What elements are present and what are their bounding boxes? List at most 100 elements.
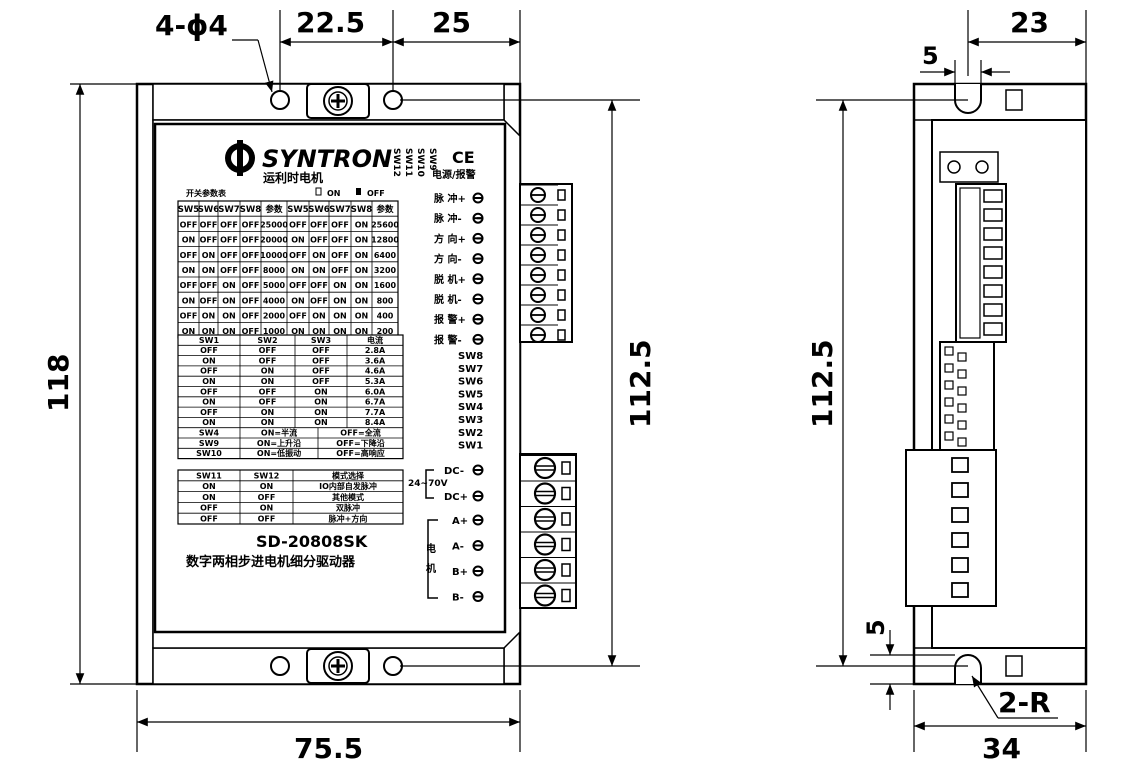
- table-cell: SW4: [199, 429, 220, 438]
- table-cell: IO内部自发脉冲: [319, 481, 377, 491]
- table-cell: OFF: [200, 220, 218, 229]
- table-cell: ON=半流: [261, 428, 297, 438]
- table-header: 参数: [265, 204, 283, 215]
- switch-label: SW4: [458, 402, 483, 413]
- table-cell: OFF: [242, 312, 260, 321]
- table-cell: OFF: [312, 346, 330, 355]
- side-slot-top: [954, 84, 982, 114]
- table-cell: ON: [222, 327, 236, 336]
- dip-switch-icon: [957, 369, 967, 379]
- side-dimensions: [816, 10, 1087, 752]
- connector-screw-icon: [520, 531, 576, 556]
- signal-terminal-label: 方 向-: [434, 253, 462, 266]
- dim-holes: 4-ϕ4: [155, 9, 228, 42]
- table-cell: ON: [222, 312, 236, 321]
- dip-switch-icon: [944, 363, 954, 373]
- table-cell: OFF: [200, 515, 218, 524]
- power-connector: [519, 453, 577, 609]
- table-cell: SW10: [196, 449, 222, 458]
- table-cell: ON=低振动: [257, 448, 301, 458]
- dip-switch-icon: [957, 352, 967, 362]
- signal-terminal-labels: 脉 冲+脉 冲-方 向+方 向-脱 机+脱 机-报 警+报 警-: [433, 192, 484, 346]
- terminal-icon: [472, 591, 484, 602]
- table-cell: ON: [314, 387, 328, 396]
- motor-terminal-label: B-: [452, 593, 464, 604]
- table-cell: 7.7A: [365, 408, 386, 417]
- table-cell: OFF: [310, 281, 328, 290]
- table-cell: OFF: [331, 236, 349, 245]
- table-frame: [177, 200, 399, 339]
- table-cell: OFF: [259, 387, 277, 396]
- terminal-icon: [472, 540, 484, 551]
- side-pin-icon: [983, 303, 1003, 317]
- mounting-hole-icon: [270, 90, 290, 110]
- connector-screw-icon: [520, 204, 566, 223]
- table-cell: ON: [333, 296, 347, 305]
- table-cell: OFF: [242, 251, 260, 260]
- table-cell: OFF: [180, 220, 198, 229]
- connector-screw-icon: [520, 582, 576, 607]
- table-cell: ON: [182, 266, 196, 275]
- screw-icon: [306, 83, 370, 119]
- dip-switch-icon: [957, 437, 967, 447]
- terminal-icon: [472, 232, 484, 244]
- table-header: SW6: [198, 205, 219, 215]
- table-cell: ON: [260, 504, 274, 513]
- side-pin-icon: [983, 246, 1003, 260]
- table-cell: 1600: [374, 281, 397, 290]
- dim-side-depth-top: 23: [1010, 6, 1049, 39]
- table-cell: OFF: [180, 251, 198, 260]
- dip-switch-icon: [944, 397, 954, 407]
- table-cell: ON: [355, 327, 369, 336]
- power-connector-pins: [520, 455, 576, 607]
- dim-side-depth: 34: [982, 732, 1021, 765]
- ce-mark: CE: [452, 148, 475, 167]
- table-cell: ON: [222, 281, 236, 290]
- side-pin-icon: [983, 322, 1003, 336]
- terminal-icon: [472, 565, 484, 577]
- table-cell: 脉冲+方向: [328, 514, 368, 524]
- table-cell: OFF: [312, 377, 330, 386]
- dim-side-slot: 5: [922, 42, 939, 70]
- table-cell: 2000: [263, 312, 286, 321]
- table-cell: OFF: [312, 367, 330, 376]
- connector-screw-icon: [520, 244, 566, 263]
- terminal-icon: [472, 333, 484, 345]
- dip-switch-icon: [957, 403, 967, 413]
- connector-screw-icon: [520, 455, 576, 480]
- table-cell: 8.4A: [365, 418, 386, 427]
- table-cell: OFF: [200, 504, 218, 513]
- table-cell: ON: [314, 418, 328, 427]
- table-header: SW11: [196, 471, 222, 480]
- connector-screw-icon: [520, 184, 566, 203]
- table-cell: OFF: [310, 236, 328, 245]
- switch-label: SW8: [458, 351, 483, 362]
- table-cell: ON: [355, 236, 369, 245]
- table-cell: OFF=全流: [340, 428, 380, 438]
- table-cell: 400: [377, 312, 394, 321]
- motor-terminal-label: A+: [452, 516, 468, 527]
- table-cell: ON: [182, 236, 196, 245]
- table-cell: OFF: [220, 220, 238, 229]
- table-cell: OFF: [180, 312, 198, 321]
- dim-overall-width: 75.5: [294, 732, 363, 765]
- table-cell: ON: [202, 312, 216, 321]
- connector-screw-icon: [520, 480, 576, 505]
- table-cell: OFF: [200, 387, 218, 396]
- switch-label: SW3: [458, 415, 483, 426]
- table-cell: OFF: [242, 236, 260, 245]
- table-cell: OFF: [312, 356, 330, 365]
- motor-terminal-labels: A+A-B+B-: [452, 514, 484, 604]
- dim-hole-pitch-side: 112.5: [806, 339, 839, 428]
- table-header: SW12: [254, 471, 280, 480]
- dim-hole-pitch-front: 112.5: [624, 339, 657, 428]
- table-header: 参数: [376, 204, 394, 215]
- side-pin-icon: [983, 227, 1003, 241]
- table-cell: 6.7A: [365, 398, 386, 407]
- table-cell: OFF: [242, 296, 260, 305]
- signal-terminal-label: 脉 冲-: [433, 212, 462, 225]
- switch-label: SW2: [458, 428, 483, 439]
- side-details: [944, 189, 1003, 598]
